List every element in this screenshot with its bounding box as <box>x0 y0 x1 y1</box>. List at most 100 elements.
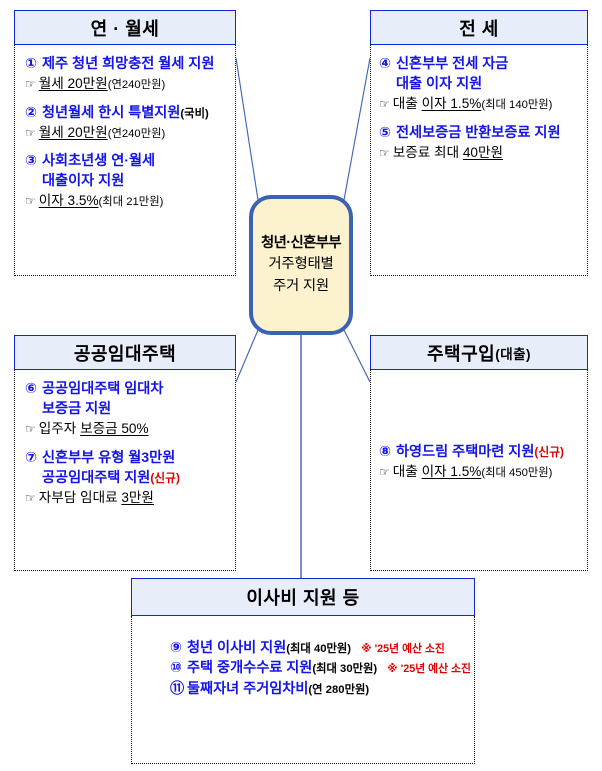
item-label-line2: 보증금 지원 <box>42 401 112 418</box>
item-detail-value: 40만원 <box>462 144 503 160</box>
item-detail-prefix: 대출 <box>392 464 422 480</box>
item-detail: ☞보증료 최대 40만원 <box>379 143 577 163</box>
item-detail: ☞월세 20만원(연240만원) <box>25 74 225 94</box>
spacer <box>379 116 577 123</box>
item-number: ⑧ <box>379 444 392 460</box>
item-detail: ☞대출 이자 1.5%(최대 450만원) <box>379 462 577 482</box>
pointing-hand-icon: ☞ <box>379 145 390 160</box>
item-detail: ☞입주자 보증금 50% <box>25 419 225 439</box>
center-node-line-3: 주거 지원 <box>273 277 329 294</box>
item-label-line2: 공공임대주택 지원 <box>42 469 151 486</box>
item-detail-prefix: 대출 <box>392 96 422 112</box>
pointing-hand-icon: ☞ <box>25 422 36 437</box>
item-label-suffix: (최대 30만원) <box>312 663 378 676</box>
new-badge: (신규) <box>534 445 564 459</box>
item-detail: ☞이자 3.5%(최대 21만원) <box>25 191 225 211</box>
item-label: 청년월세 한시 특별지원 <box>42 104 181 121</box>
category-title-moving-support: 이사비 지원 등 <box>246 588 360 608</box>
item-detail-value: 이자 1.5% <box>421 464 482 480</box>
category-title-jeonse: 전 세 <box>459 18 499 39</box>
category-header-public-housing: 공공임대주택 <box>14 335 236 370</box>
item-label: 전세보증금 반환보증료 지원 <box>396 124 561 141</box>
spacer <box>25 144 225 151</box>
category-header-jeonse: 전 세 <box>370 10 588 45</box>
category-title-home-purchase-suffix: (대출) <box>495 346 532 362</box>
item-label: 둘째자녀 주거임차비 <box>187 680 309 697</box>
item-label: 신혼부부 유형 월3만원 <box>42 449 176 466</box>
budget-note: ※ '25년 예산 소진 <box>361 643 445 655</box>
item-detail-value: 3만원 <box>121 490 154 506</box>
item-number: ① <box>25 56 38 72</box>
item-detail: ☞대출 이자 1.5%(최대 140만원) <box>379 94 577 114</box>
pointing-hand-icon: ☞ <box>25 194 36 209</box>
item-detail: ☞자부담 임대료 3만원 <box>25 488 225 508</box>
item-number: ⑥ <box>25 381 38 397</box>
item-detail-prefix: 자부담 임대료 <box>38 490 122 506</box>
category-title-rent: 연 · 월세 <box>90 18 160 39</box>
item-detail-prefix: 입주자 <box>38 421 81 437</box>
item-title-line2: 대출 이자 지원 <box>379 74 577 94</box>
item-number: ⑪ <box>170 680 185 697</box>
budget-note: ※ '25년 예산 소진 <box>387 663 471 676</box>
item-detail-value: 이자 3.5% <box>38 193 99 209</box>
pointing-hand-icon: ☞ <box>379 97 390 112</box>
pointing-hand-icon: ☞ <box>25 491 36 506</box>
item-label-suffix: (연 280만원) <box>308 683 370 696</box>
pointing-hand-icon: ☞ <box>25 77 36 92</box>
item-detail: ☞월세 20만원(연240만원) <box>25 123 225 143</box>
item-label: 사회초년생 연·월세 <box>42 153 156 170</box>
category-header-rent: 연 · 월세 <box>14 10 236 45</box>
item-label: 신혼부부 전세 자금 <box>396 56 509 72</box>
item-title-line2: 대출이자 지원 <box>25 171 225 191</box>
category-title-public-housing: 공공임대주택 <box>73 343 177 364</box>
new-badge: (신규) <box>150 470 180 485</box>
item-number: ③ <box>25 153 38 170</box>
item-detail-value: 보증금 50% <box>80 421 149 437</box>
item-number: ④ <box>379 56 392 72</box>
item-label: 주택 중개수수료 지원 <box>187 660 313 677</box>
center-node-line-2: 거주형태별 <box>268 256 334 273</box>
item-number: ② <box>25 104 38 121</box>
item-label-suffix: (최대 40만원) <box>286 643 352 655</box>
item-number: ⑩ <box>170 660 183 677</box>
spacer <box>25 441 225 448</box>
item-label: 청년 이사비 지원 <box>187 640 287 656</box>
item-number: ⑨ <box>170 640 183 656</box>
item-title-line2: 공공임대주택 지원(신규) <box>25 468 225 488</box>
center-node: 청년·신혼부부 거주형태별 주거 지원 <box>249 195 353 335</box>
item-detail-note: (최대 140만원) <box>481 99 553 112</box>
category-header-home-purchase: 주택구입(대출) <box>370 335 588 370</box>
spacer <box>25 96 225 103</box>
item-detail-prefix: 보증료 최대 <box>392 144 463 160</box>
center-node-line-1: 청년·신혼부부 <box>260 234 342 251</box>
item-label: 제주 청년 희망충전 월세 지원 <box>42 56 215 72</box>
item-title-line2: 보증금 지원 <box>25 399 225 419</box>
